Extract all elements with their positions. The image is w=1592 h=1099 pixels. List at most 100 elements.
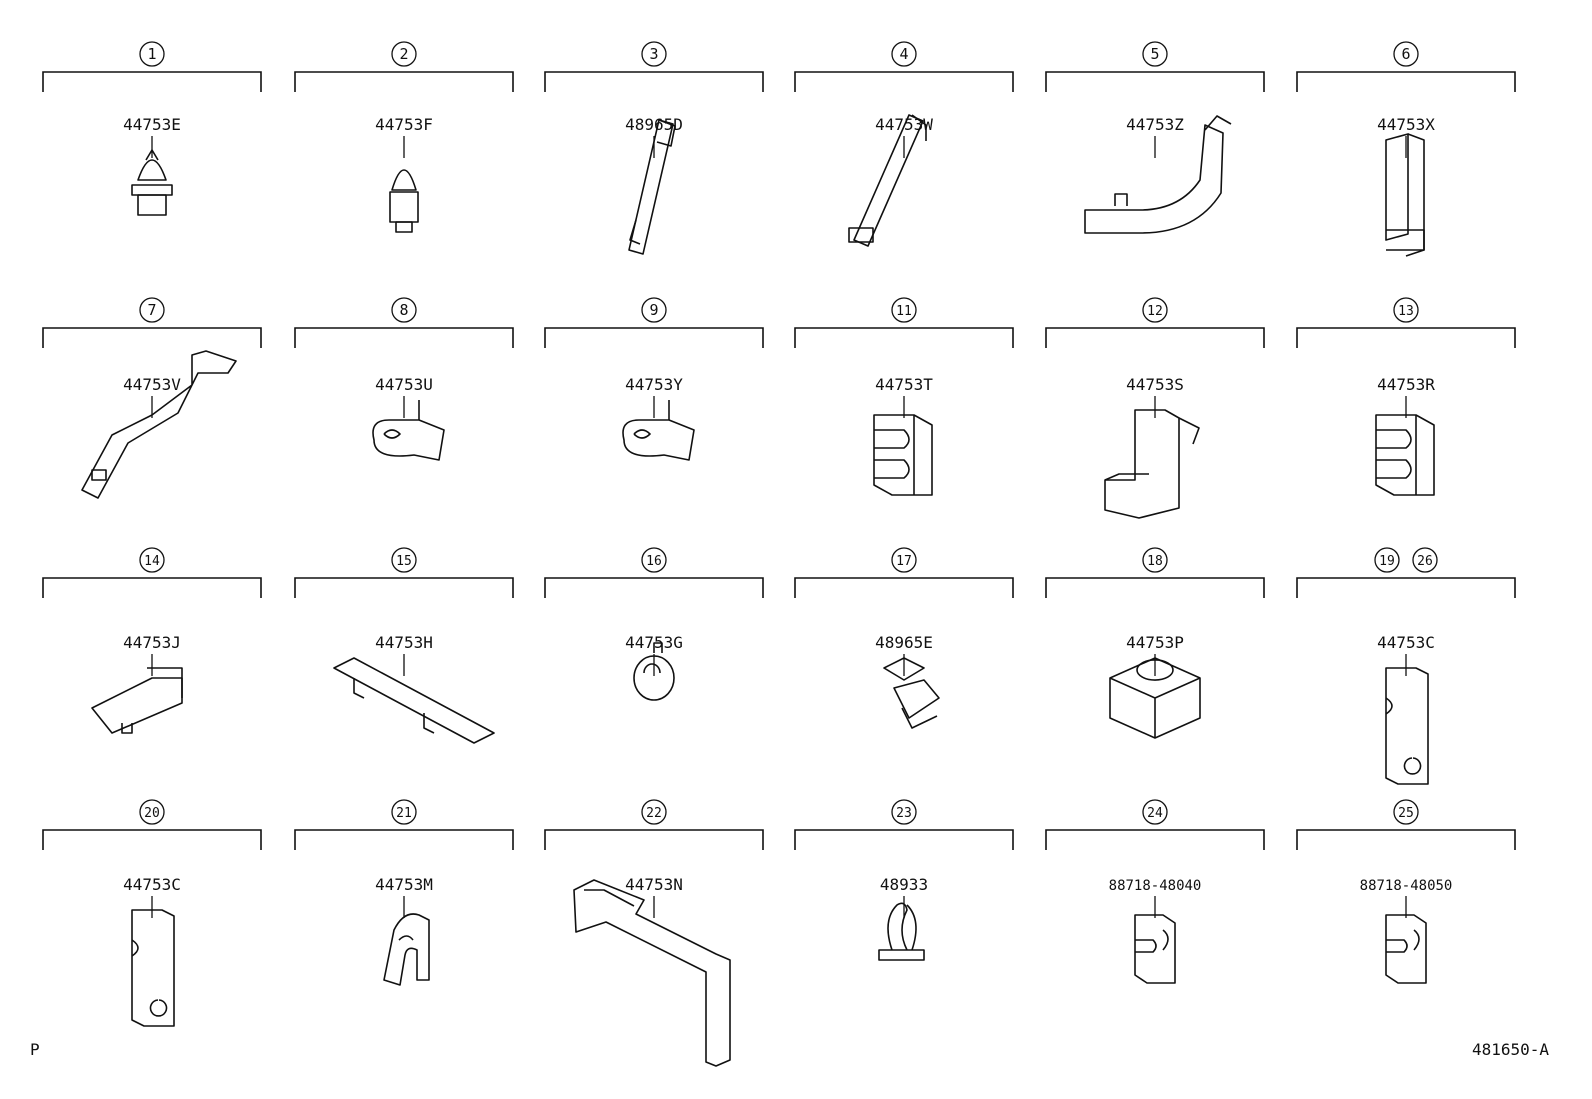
item-number-text: 5 xyxy=(1150,45,1159,63)
item-number: 2 xyxy=(391,41,417,67)
cell-bracket xyxy=(1045,577,1265,598)
cell-bracket xyxy=(42,327,262,348)
part-drawing xyxy=(91,667,183,734)
item-number: 24 xyxy=(1142,799,1168,825)
cell-bracket xyxy=(294,829,514,850)
item-number: 11 xyxy=(891,297,917,323)
part-drawing xyxy=(333,657,495,744)
item-number-text: 14 xyxy=(144,554,160,569)
item-number-text: 25 xyxy=(1398,806,1414,821)
part-number-label: 48933 xyxy=(880,875,928,894)
part-drawing xyxy=(1385,667,1429,785)
item-number: 14 xyxy=(139,547,165,573)
item-number-text: 3 xyxy=(649,45,658,63)
part-drawing xyxy=(1104,409,1200,519)
cell-bracket xyxy=(294,71,514,92)
part-drawing xyxy=(883,657,940,729)
part-cell: 8 44753U xyxy=(294,297,514,461)
part-drawing xyxy=(383,913,430,986)
part-number-label: 44753R xyxy=(1377,375,1435,394)
part-drawing xyxy=(372,400,445,461)
part-cell: 20 44753C xyxy=(42,799,262,1027)
cell-bracket xyxy=(294,577,514,598)
part-number-label: 44753E xyxy=(123,115,181,134)
part-drawing xyxy=(131,149,173,216)
item-number-text: 18 xyxy=(1147,554,1163,569)
item-number: 22 xyxy=(641,799,667,825)
part-number-label: 44753W xyxy=(875,115,933,134)
item-number-text: 7 xyxy=(147,301,156,319)
part-cell: 21 44753M xyxy=(294,799,514,986)
item-number: 26 xyxy=(1412,547,1438,573)
part-number-label: 88718-48050 xyxy=(1360,878,1453,894)
part-number-label: 44753S xyxy=(1126,375,1184,394)
part-drawing xyxy=(1084,115,1232,234)
part-drawing xyxy=(878,902,925,961)
item-number: 17 xyxy=(891,547,917,573)
part-number-label: 44753U xyxy=(375,375,433,394)
cell-bracket xyxy=(42,829,262,850)
item-number-text: 8 xyxy=(399,301,408,319)
part-number-label: 44753Y xyxy=(625,375,683,394)
item-number-text: 20 xyxy=(144,806,160,821)
cell-bracket xyxy=(1296,71,1516,92)
item-number: 9 xyxy=(641,297,667,323)
item-number: 5 xyxy=(1142,41,1168,67)
item-number: 12 xyxy=(1142,297,1168,323)
part-number-label: 44753C xyxy=(123,875,181,894)
item-number-text: 15 xyxy=(396,554,412,569)
part-drawing xyxy=(389,169,419,233)
part-cell: 12 44753S xyxy=(1045,297,1265,519)
part-drawing xyxy=(1385,133,1425,257)
part-drawing xyxy=(573,879,731,1067)
cell-bracket xyxy=(544,829,764,850)
item-number-text: 13 xyxy=(1398,304,1414,319)
part-number-label: 44753M xyxy=(375,875,433,894)
item-number: 8 xyxy=(391,297,417,323)
part-cell: 23 48933 xyxy=(794,799,1014,961)
item-number: 6 xyxy=(1393,41,1419,67)
part-drawing xyxy=(1375,414,1435,496)
part-cell: 24 88718-48040 xyxy=(1045,799,1265,984)
part-number-label: 44753X xyxy=(1377,115,1435,134)
part-number-label: 44753P xyxy=(1126,633,1184,652)
cell-bracket xyxy=(794,577,1014,598)
item-number: 1 xyxy=(139,41,165,67)
part-number-label: 44753C xyxy=(1377,633,1435,652)
part-number-label: 88718-48040 xyxy=(1109,878,1202,894)
item-number: 13 xyxy=(1393,297,1419,323)
item-number-text: 21 xyxy=(396,806,412,821)
cell-bracket xyxy=(1045,829,1265,850)
part-number-label: 44753F xyxy=(375,115,433,134)
item-number: 25 xyxy=(1393,799,1419,825)
page-letter: P xyxy=(30,1040,40,1059)
part-drawing xyxy=(628,119,676,255)
item-number: 21 xyxy=(391,799,417,825)
cell-bracket xyxy=(794,829,1014,850)
cell-bracket xyxy=(294,327,514,348)
cell-bracket xyxy=(1296,577,1516,598)
part-cell: 9 44753Y xyxy=(544,297,764,461)
part-drawing xyxy=(848,114,927,247)
part-cell: 1 44753E xyxy=(42,41,262,216)
part-cell: 2 44753F xyxy=(294,41,514,233)
part-number-label: 44753V xyxy=(123,375,181,394)
part-cell: 11 44753T xyxy=(794,297,1014,496)
item-number-text: 12 xyxy=(1147,304,1163,319)
item-number-text: 6 xyxy=(1401,45,1410,63)
item-number-text: 2 xyxy=(399,45,408,63)
item-number-text: 9 xyxy=(649,301,658,319)
item-number-text: 23 xyxy=(896,806,912,821)
part-drawing xyxy=(633,642,675,701)
cell-bracket xyxy=(1296,829,1516,850)
part-number-label: 44753T xyxy=(875,375,933,394)
cell-bracket xyxy=(794,71,1014,92)
item-number: 7 xyxy=(139,297,165,323)
part-cell: 18 44753P xyxy=(1045,547,1265,739)
cell-bracket xyxy=(544,577,764,598)
